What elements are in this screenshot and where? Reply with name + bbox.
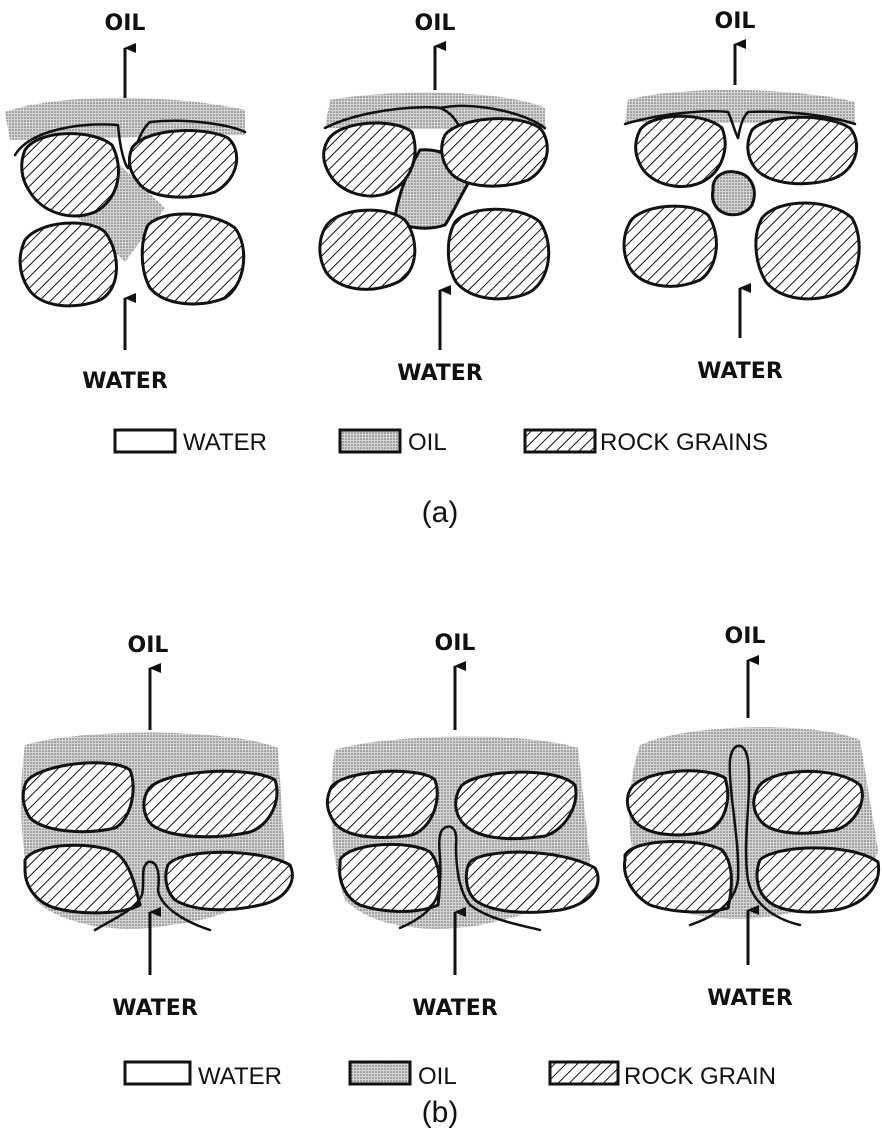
panel-a: OIL WATER OIL WATER — [5, 9, 859, 529]
panel-a-stage-3: OIL WATER — [624, 9, 859, 384]
rock-grain — [757, 848, 879, 912]
oil-label: OIL — [105, 11, 146, 36]
legend-oil-swatch — [340, 430, 400, 452]
legend-rock-swatch — [550, 1062, 618, 1084]
panel-b-stage-1: OIL WATER — [21, 633, 292, 1021]
oil-label: OIL — [715, 9, 756, 34]
rock-grain — [466, 852, 598, 912]
oil-label: OIL — [128, 633, 169, 658]
rock-grain — [448, 209, 548, 299]
legend-rock-swatch — [525, 430, 595, 452]
trapped-oil-droplet — [712, 172, 754, 215]
rock-grain — [20, 223, 116, 306]
panel-b-stage-3: OIL WATER — [624, 624, 878, 1011]
rock-grain — [624, 206, 716, 286]
rock-grain — [442, 119, 548, 186]
legend-rock-label: ROCK GRAIN — [624, 1063, 776, 1090]
rock-grain — [627, 771, 727, 835]
water-label: WATER — [412, 996, 498, 1021]
legend-rock-label: ROCK GRAINS — [600, 429, 768, 456]
rock-grain — [130, 131, 237, 198]
oil-label: OIL — [435, 631, 476, 656]
rock-grain — [327, 771, 437, 837]
oil-label: OIL — [725, 624, 766, 649]
legend-oil-swatch — [350, 1062, 410, 1084]
rock-grain — [754, 771, 863, 833]
panel-b-caption: (b) — [422, 1096, 459, 1129]
panel-a-stage-2: OIL WATER — [320, 11, 549, 386]
rock-grain — [624, 842, 731, 912]
rock-grain — [320, 210, 415, 289]
water-label: WATER — [82, 369, 168, 394]
panel-a-stage-1: OIL WATER — [5, 11, 245, 394]
rock-grain — [636, 116, 725, 186]
rock-grain — [456, 772, 576, 839]
rock-grain — [166, 852, 293, 909]
legend-a: WATER OIL ROCK GRAINS — [115, 429, 768, 456]
water-label: WATER — [112, 996, 198, 1021]
legend-water-swatch — [115, 430, 175, 452]
rock-grain — [22, 134, 119, 216]
rock-grain — [748, 117, 857, 183]
oil-label: OIL — [415, 11, 456, 36]
legend-oil-label: OIL — [418, 1063, 457, 1090]
water-label: WATER — [707, 986, 793, 1011]
rock-grain — [144, 771, 277, 836]
panel-b: OIL WATER OIL WATER OIL — [21, 624, 878, 1129]
rock-grain — [340, 844, 440, 911]
panel-b-stage-2: OIL WATER — [327, 631, 598, 1021]
rock-grain — [324, 123, 415, 196]
legend-water-label: WATER — [183, 429, 267, 456]
rock-grain — [756, 203, 859, 299]
water-label: WATER — [697, 359, 783, 384]
legend-water-label: WATER — [198, 1063, 282, 1090]
rock-grain — [142, 214, 243, 304]
legend-b: WATER OIL ROCK GRAIN — [125, 1062, 776, 1090]
legend-oil-label: OIL — [408, 429, 447, 456]
legend-water-swatch — [125, 1062, 190, 1084]
rock-grain — [23, 763, 133, 832]
panel-a-caption: (a) — [422, 496, 459, 529]
water-label: WATER — [397, 361, 483, 386]
